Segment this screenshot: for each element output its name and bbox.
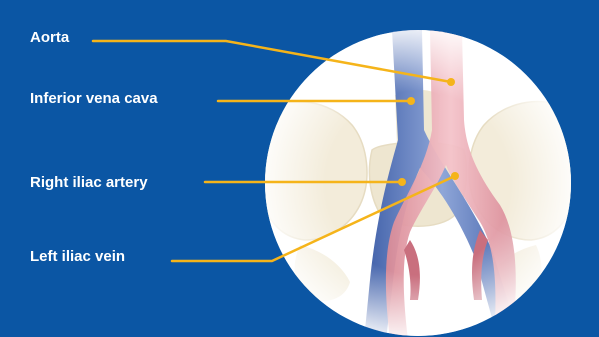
inferior-vena-cava-marker [407, 97, 415, 105]
left-iliac-vein-marker [451, 172, 459, 180]
right-iliac-artery-marker [398, 178, 406, 186]
aorta-marker [447, 78, 455, 86]
